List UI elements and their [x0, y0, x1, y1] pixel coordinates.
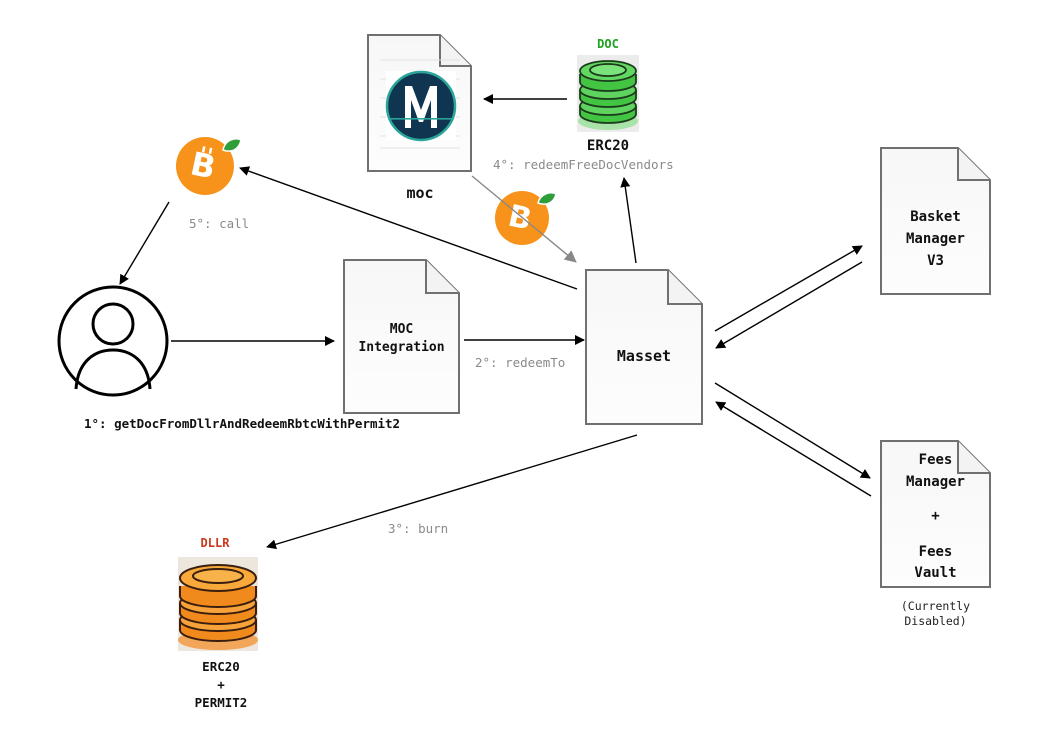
moc-label: moc — [406, 184, 434, 202]
dllr-token-line3: PERMIT2 — [194, 695, 248, 710]
basket-manager-line3: V3 — [927, 253, 944, 269]
user-icon[interactable] — [57, 285, 169, 397]
fees-note-line2: Disabled) — [904, 614, 967, 628]
arrow-masset-to-basket — [714, 245, 863, 332]
dllr-token-name: DLLR — [200, 536, 230, 550]
rbtc-top-icon: B — [176, 137, 242, 195]
moc-logo-icon — [385, 70, 457, 142]
step-2-label: 2°: redeemTo — [475, 355, 566, 370]
arrow-masset-to-fees — [714, 382, 871, 479]
doc-token-standard: ERC20 — [586, 138, 630, 154]
masset-document[interactable] — [585, 269, 703, 425]
arrow-masset-to-rbtc — [239, 166, 578, 290]
step-5-label: 5°: call — [189, 216, 250, 231]
moc-integration-line1: MOC — [389, 322, 414, 337]
fees-line3: + — [931, 508, 940, 524]
arrow-masset-to-doc — [620, 177, 637, 264]
masset-label: Masset — [616, 347, 672, 365]
dllr-coin-stack-icon — [178, 557, 258, 651]
moc-integration-line2: Integration — [358, 340, 445, 355]
rbtc-mid-icon: B — [495, 191, 557, 245]
moc-document[interactable] — [367, 34, 472, 172]
fees-line4: Fees — [918, 544, 953, 560]
basket-manager-line1: Basket — [910, 209, 961, 225]
fees-note-line1: (Currently — [900, 599, 971, 613]
arrow-fees-to-masset — [715, 401, 872, 497]
doc-token-name: DOC — [597, 37, 619, 51]
basket-manager-document[interactable] — [880, 147, 991, 295]
dllr-token-line1: ERC20 — [202, 659, 240, 674]
arrow-moc-to-masset — [471, 175, 577, 263]
fees-document[interactable] — [880, 440, 991, 588]
basket-manager-line2: Manager — [905, 231, 965, 247]
step-3-label: 3°: burn — [388, 521, 449, 536]
arrow-rbtc-to-user — [119, 201, 170, 285]
step-4-label: 4°: redeemFreeDocVendors — [493, 157, 674, 172]
dllr-token-line2: + — [217, 677, 225, 692]
doc-coin-stack-icon — [577, 55, 639, 132]
arrow-masset-to-dllr — [266, 434, 638, 550]
moc-integration-document[interactable] — [343, 259, 460, 414]
arrow-basket-to-masset — [715, 261, 863, 349]
fees-line2: Manager — [905, 474, 965, 490]
fees-line5: Vault — [914, 565, 957, 581]
fees-line1: Fees — [918, 452, 953, 468]
step-1-label: 1°: getDocFromDllrAndRedeemRbtcWithPermi… — [84, 416, 401, 431]
